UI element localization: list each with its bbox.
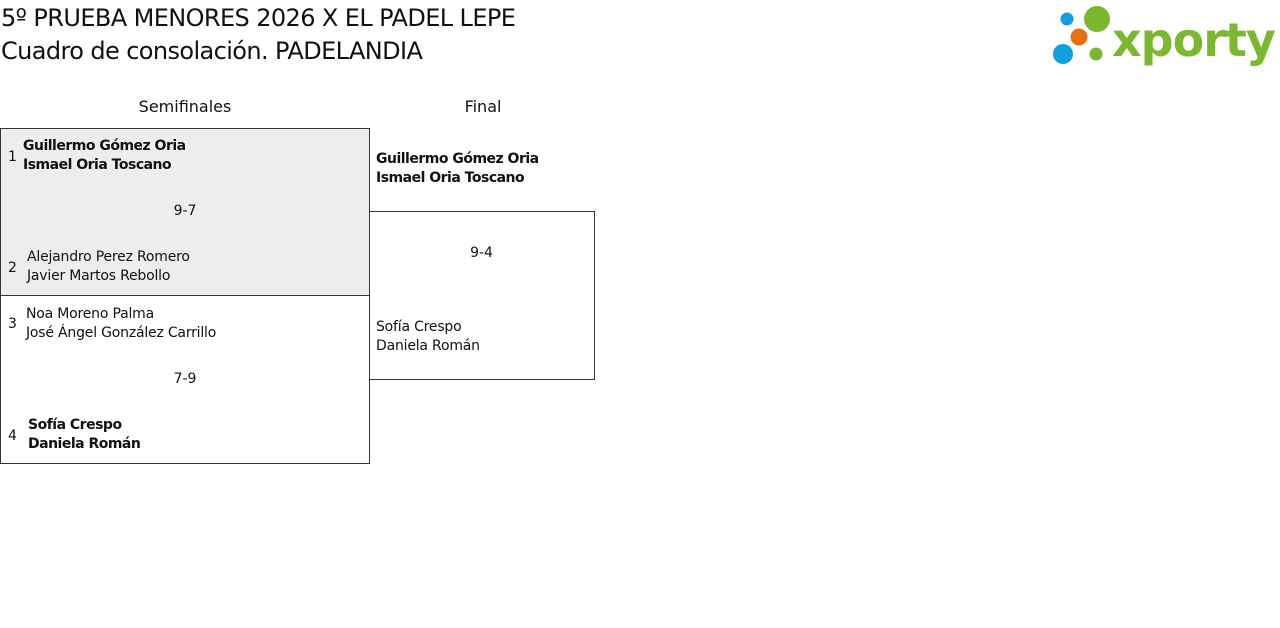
logo-dot-blue-large	[1053, 44, 1073, 64]
seed-number: 4	[8, 428, 17, 444]
round-header-semifinals: Semifinales	[138, 97, 232, 116]
team-2[interactable]: Alejandro Perez Romero Javier Martos Reb…	[27, 248, 190, 286]
round-header-final: Final	[464, 97, 502, 116]
final-score: 9-4	[470, 245, 493, 261]
player-name: Guillermo Gómez Oria	[23, 138, 186, 154]
player-name: Guillermo Gómez Oria	[376, 151, 539, 167]
page-title: 5º PRUEBA MENORES 2026 X EL PADEL LEPE C…	[1, 2, 516, 68]
draw-subtitle: Cuadro de consolación. PADELANDIA	[1, 37, 423, 65]
player-name: Ismael Oria Toscano	[23, 157, 172, 173]
semifinal-match-2[interactable]: 3 Noa Moreno Palma José Ángel González C…	[0, 295, 370, 464]
team-4[interactable]: Sofía Crespo Daniela Román	[28, 416, 141, 454]
logo-dot-orange	[1070, 28, 1088, 46]
player-name: Sofía Crespo	[28, 417, 122, 433]
player-name: Alejandro Perez Romero	[27, 249, 190, 265]
logo-dot-blue-small	[1060, 12, 1074, 26]
player-name: José Ángel González Carrillo	[26, 325, 217, 341]
seed-number: 3	[8, 316, 17, 332]
final-team-2[interactable]: Sofía Crespo Daniela Román	[376, 318, 480, 356]
player-name: Daniela Román	[28, 436, 141, 452]
logo-dot-green-small	[1089, 47, 1103, 61]
logo-dot-green-large	[1084, 6, 1110, 32]
seed-number: 1	[8, 149, 17, 165]
semifinal-match-1[interactable]: 1 Guillermo Gómez Oria Ismael Oria Tosca…	[0, 128, 370, 296]
team-3[interactable]: Noa Moreno Palma José Ángel González Car…	[26, 305, 216, 343]
tournament-title: 5º PRUEBA MENORES 2026 X EL PADEL LEPE	[1, 4, 516, 32]
match-score: 7-9	[173, 371, 197, 387]
player-name: Javier Martos Rebollo	[27, 268, 171, 284]
player-name: Sofía Crespo	[376, 319, 462, 335]
logo-text: xporty	[1112, 13, 1276, 66]
player-name: Noa Moreno Palma	[26, 306, 154, 322]
final-match[interactable]: 9-4 Sofía Crespo Daniela Román	[369, 211, 595, 380]
xporty-logo[interactable]: xporty	[1052, 4, 1276, 66]
player-name: Ismael Oria Toscano	[376, 170, 525, 186]
player-name: Daniela Román	[376, 338, 480, 354]
final-team-1[interactable]: Guillermo Gómez Oria Ismael Oria Toscano	[376, 150, 539, 188]
seed-number: 2	[8, 260, 17, 276]
team-1[interactable]: Guillermo Gómez Oria Ismael Oria Toscano	[23, 137, 186, 175]
match-score: 9-7	[173, 203, 197, 219]
